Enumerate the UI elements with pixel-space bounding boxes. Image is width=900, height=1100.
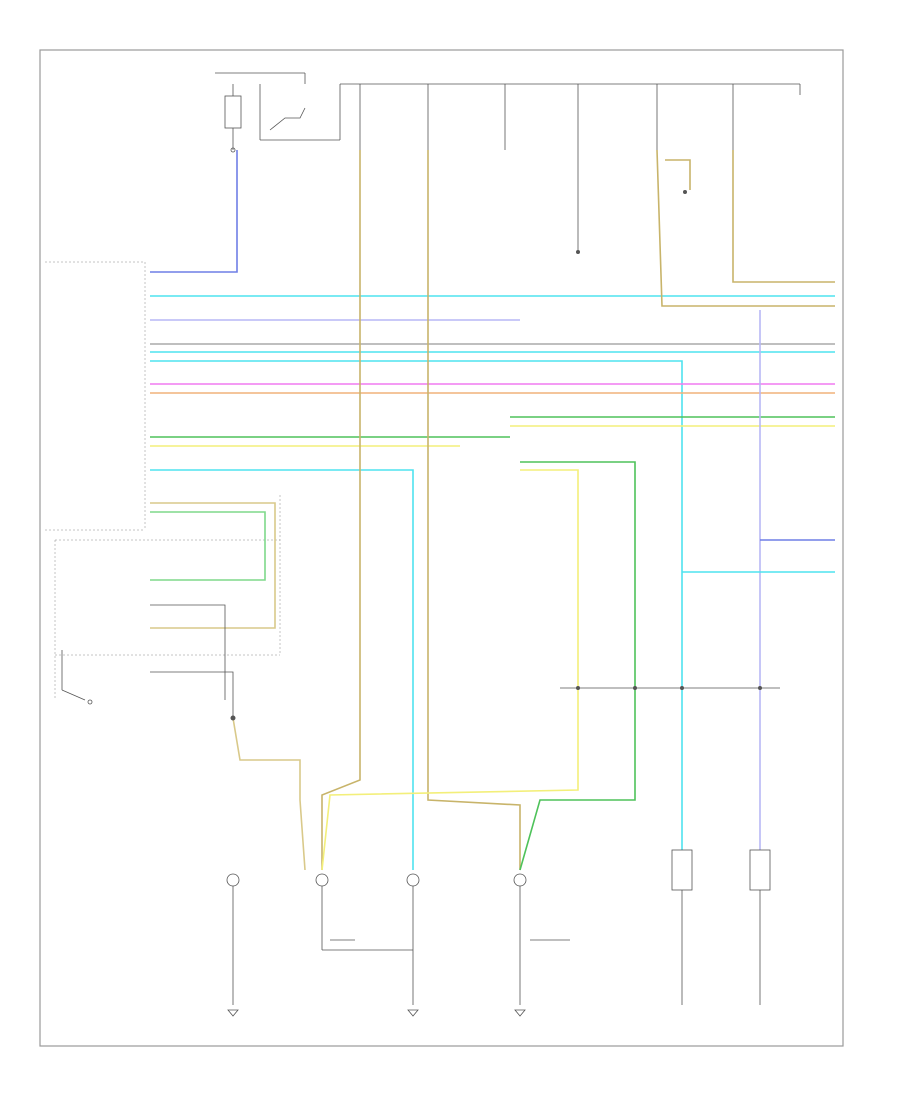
lamp-2 bbox=[315, 873, 329, 887]
wire-olive-17 bbox=[665, 159, 691, 190]
wire-tan-26 bbox=[232, 717, 306, 871]
wire-black-27 bbox=[150, 604, 226, 700]
body-control-module bbox=[45, 261, 281, 700]
wire-cyan-5 bbox=[150, 360, 683, 688]
wire-green-21 bbox=[519, 461, 636, 871]
fuse-row bbox=[359, 84, 801, 150]
wire-cyan-12 bbox=[150, 469, 414, 870]
diagram-frame bbox=[39, 49, 844, 1047]
wire-olive-15 bbox=[321, 150, 361, 870]
wire-yellow-20 bbox=[321, 469, 579, 871]
wire-olive-18 bbox=[732, 150, 835, 283]
wire-blue-0 bbox=[150, 150, 238, 273]
switch bbox=[61, 650, 93, 705]
fuse-block bbox=[215, 72, 800, 153]
wires bbox=[150, 149, 835, 871]
wire-olive-16 bbox=[427, 150, 521, 870]
wire-tan-14 bbox=[150, 502, 276, 629]
splice-points bbox=[230, 190, 762, 721]
lamp-components bbox=[226, 849, 771, 1017]
module-right-2 bbox=[749, 849, 771, 891]
wire-lightgreen-13 bbox=[150, 511, 266, 581]
wire-black-28 bbox=[150, 671, 234, 718]
lamp-3 bbox=[406, 873, 420, 887]
lamp-4 bbox=[513, 873, 527, 887]
lamp-1 bbox=[226, 873, 240, 887]
wire-olive-19 bbox=[656, 149, 835, 307]
module-right-1 bbox=[671, 849, 693, 891]
